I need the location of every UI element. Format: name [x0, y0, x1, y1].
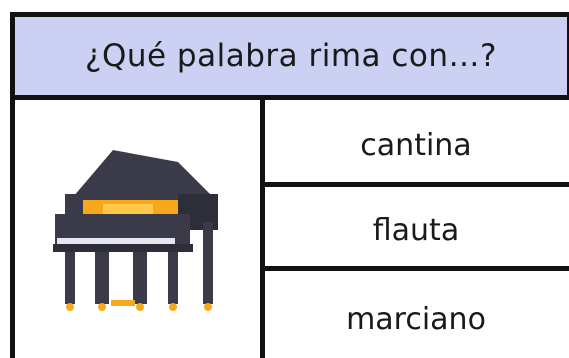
question-text: ¿Qué palabra rima con…? [84, 38, 497, 74]
option-marciano[interactable]: marciano [346, 301, 486, 337]
option-cantina[interactable]: cantina [360, 127, 472, 163]
answer-options: cantina flauta marciano [260, 96, 569, 358]
question-header: ¿Qué palabra rima con…? [10, 12, 569, 100]
image-cell [10, 96, 265, 358]
divider [260, 182, 569, 187]
option-flauta[interactable]: flauta [372, 212, 460, 248]
grand-piano-icon [52, 150, 218, 311]
divider [260, 266, 569, 271]
